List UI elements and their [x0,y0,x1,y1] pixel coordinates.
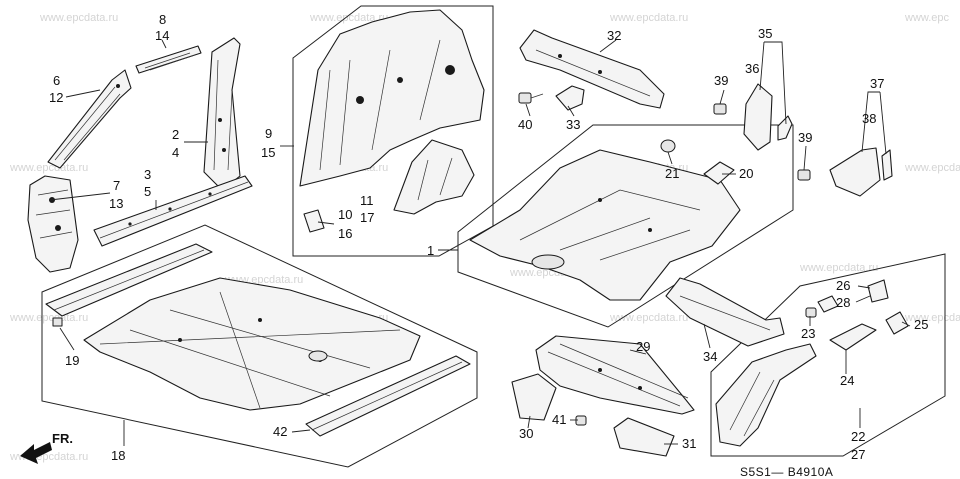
part-bolt-40 [518,92,544,104]
callout-39-upper: 39 [714,73,728,88]
watermark: www.epcdata.ru [309,12,388,24]
part-front-pillar-upper [47,69,132,169]
callout-11: 11 [360,193,374,208]
part-front-floor-rail [45,243,213,317]
watermark: www.epcdata.ru [9,162,88,174]
callout-16: 16 [338,226,352,241]
callout-41: 41 [552,412,566,427]
callout-19: 19 [65,353,79,368]
part-rear-frame [535,335,695,415]
callout-36: 36 [745,61,759,76]
part-floor-side-rail [305,355,471,437]
part-rear-inner-panel [299,9,485,187]
part-small-25 [885,311,909,335]
part-mount-bracket-38 [829,147,893,197]
callout-14: 14 [155,28,169,43]
part-grommet-21 [660,139,676,153]
part-center-pillar [203,37,241,191]
part-small-24 [829,323,877,351]
callout-42: 42 [273,424,287,439]
part-clip-19 [52,317,63,327]
leader-lines [49,39,911,446]
callout-26: 26 [836,278,850,293]
callout-6: 6 [53,73,60,88]
callout-30: 30 [519,426,533,441]
parts-layer [20,9,909,464]
callout-9: 9 [265,126,272,141]
part-front-floor-pan [83,277,421,411]
callout-labels: 8 14 6 12 2 4 3 5 7 13 9 15 10 16 11 17 … [49,12,928,463]
callout-31: 31 [682,436,696,451]
callout-21: 21 [665,166,679,181]
part-roof-rail-reinforcement [135,45,202,74]
front-arrow-icon [20,442,52,464]
callout-22: 22 [851,429,865,444]
callout-33: 33 [566,117,580,132]
part-crossmember-34 [665,277,785,347]
callout-15: 15 [261,145,275,160]
callout-13: 13 [109,196,123,211]
part-side-sill [93,175,253,247]
callout-5: 5 [144,184,151,199]
callout-18: 18 [111,448,125,463]
part-bolt-41 [575,415,587,426]
watermark: www.epcdata.ru [799,262,878,274]
callout-32: 32 [607,28,621,43]
callout-12: 12 [49,90,63,105]
part-bracket-30 [511,373,557,421]
part-bracket-20 [703,161,735,185]
front-direction-label: FR. [52,431,73,446]
callout-10: 10 [338,207,352,222]
callout-40: 40 [518,117,532,132]
watermark: www.epcdata.ru [904,162,960,174]
frame-front-floor [41,224,478,468]
part-front-pillar-lower [27,175,79,273]
frame-rear-floor [457,124,794,328]
watermark: www.epcdata.ru [609,312,688,324]
watermark: www.epcdata.ru [609,12,688,24]
callout-25: 25 [914,317,928,332]
watermark: www.epcdata.ru [9,451,88,463]
part-rear-floor-pan [469,149,741,301]
callout-39-lower: 39 [798,130,812,145]
watermark: www.epc [904,12,950,24]
callout-28: 28 [836,295,850,310]
callout-20: 20 [739,166,753,181]
part-small-23 [805,295,839,318]
callout-34: 34 [703,349,717,364]
callout-37: 37 [870,76,884,91]
callout-24: 24 [840,373,854,388]
part-small-bracket [303,209,325,233]
callout-27: 27 [851,447,865,462]
watermark: www.epcdata.ru [904,312,960,324]
callout-2: 2 [172,127,179,142]
part-bracket-31 [613,417,675,457]
frame-crossmember [710,253,946,457]
part-small-26 [867,279,889,303]
callout-4: 4 [172,145,179,160]
callout-23: 23 [801,326,815,341]
part-bolt-39a [713,103,727,115]
part-bracket-33 [555,85,585,111]
part-bolt-39b [797,169,811,181]
part-mount-bracket-36 [743,83,793,151]
part-rear-crossmember-upper [519,29,665,109]
callout-38: 38 [862,111,876,126]
callout-7: 7 [113,178,120,193]
callout-17: 17 [360,210,374,225]
callout-8: 8 [159,12,166,27]
callout-1: 1 [427,243,434,258]
callout-29: 29 [636,339,650,354]
callout-3: 3 [144,167,151,182]
part-rear-wheelhouse [393,139,475,215]
watermark: www.epcdata.ru [39,12,118,24]
watermark: www.epcdata.ru [9,312,88,324]
callout-35: 35 [758,26,772,41]
part-rear-end-bracket [715,343,817,447]
diagram-code: S5S1— B4910A [740,465,833,479]
